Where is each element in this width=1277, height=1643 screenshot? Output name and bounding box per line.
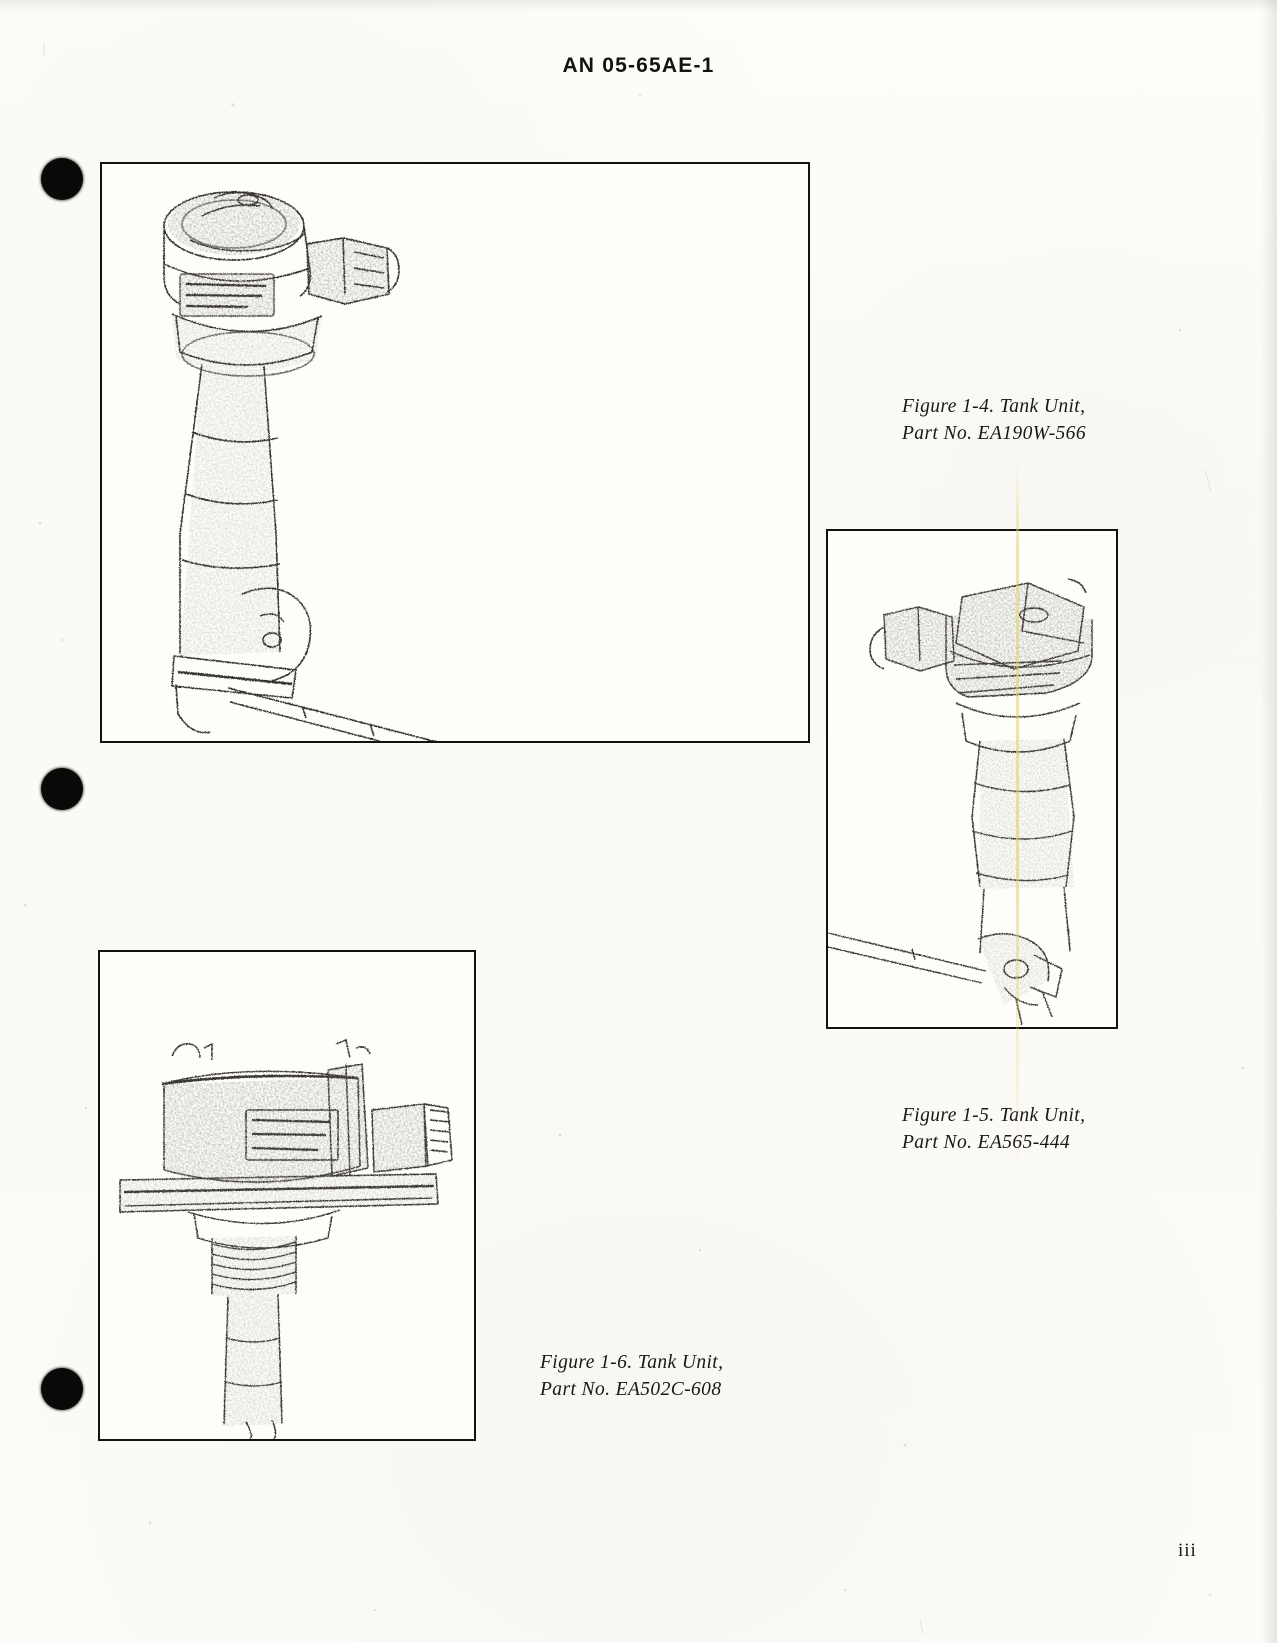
tank-unit-photo-1-4: [102, 164, 808, 741]
figure-panel-1-6: [98, 950, 476, 1441]
page-header-code: AN 05-65AE-1: [562, 54, 715, 77]
tank-unit-photo-1-6: [100, 952, 474, 1439]
figure-caption-1-5-line-2: Part No. EA565-444: [902, 1131, 1071, 1153]
figure-caption-1-6: Figure 1-6. Tank Unit, Part No. EA502C-6…: [540, 1350, 723, 1404]
binder-punch-hole: [41, 768, 83, 810]
figure-caption-1-6-line-1: Figure 1-6. Tank Unit,: [540, 1352, 724, 1373]
figure-panel-1-5: [826, 529, 1118, 1029]
binder-punch-hole: [41, 158, 83, 200]
tank-unit-photo-1-5: [828, 531, 1116, 1027]
figure-caption-1-5-line-1: Figure 1-5. Tank Unit,: [902, 1105, 1086, 1126]
page-number: iii: [1178, 1540, 1197, 1561]
binder-punch-hole: [41, 1368, 83, 1410]
figure-caption-1-4-line-2: Part No. EA190W-566: [902, 422, 1086, 444]
figure-panel-1-4: [100, 162, 810, 743]
scan-edge-shadow-right: [1261, 0, 1277, 1643]
figure-caption-1-6-line-2: Part No. EA502C-608: [540, 1378, 722, 1400]
scan-edge-shadow-top: [0, 0, 1277, 12]
figure-caption-1-4: Figure 1-4. Tank Unit, Part No. EA190W-5…: [902, 394, 1086, 448]
figure-caption-1-4-line-1: Figure 1-4. Tank Unit,: [902, 396, 1086, 417]
figure-caption-1-5: Figure 1-5. Tank Unit, Part No. EA565-44…: [902, 1103, 1085, 1157]
